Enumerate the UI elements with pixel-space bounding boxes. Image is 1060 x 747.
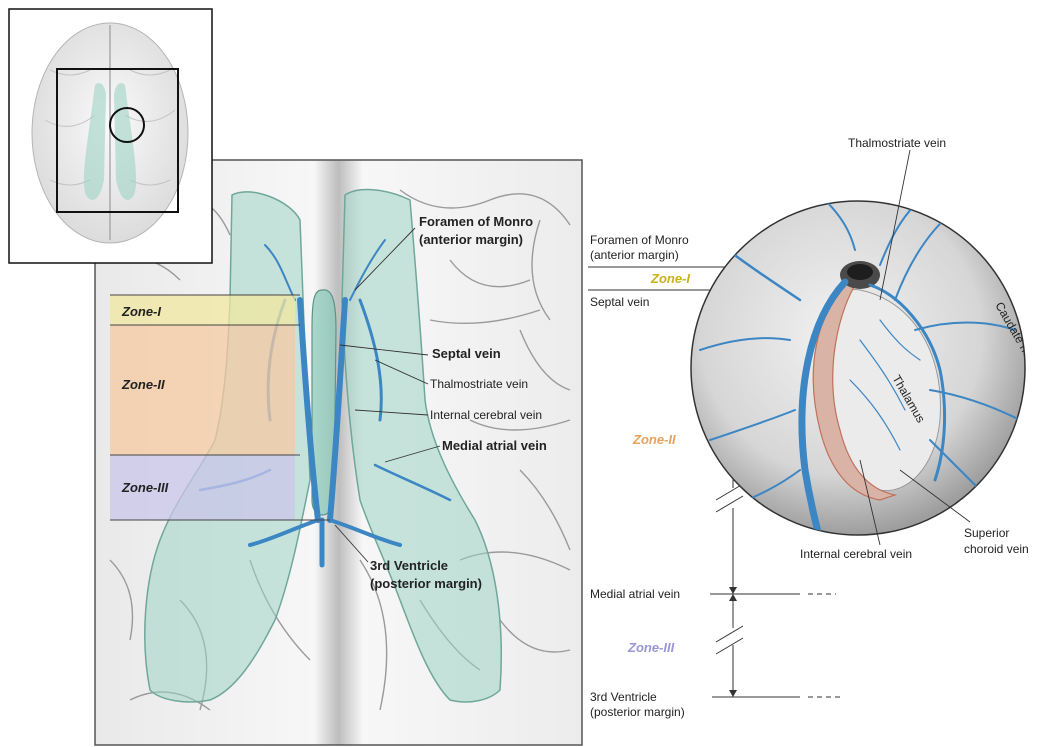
superior-choroid-label: Superior choroid vein xyxy=(964,526,1029,556)
zone-3-label: Zone-III xyxy=(121,480,169,495)
foramen-line2: (anterior margin) xyxy=(419,232,523,247)
septal-vein-label: Septal vein xyxy=(432,346,501,361)
third-ventricle-line1: 3rd Ventricle xyxy=(370,558,448,573)
scale-foramen-line1: Foramen of Monro xyxy=(590,233,689,247)
superior-choroid-line1: Superior xyxy=(964,526,1009,540)
scale-foramen-line2: (anterior margin) xyxy=(590,248,679,262)
scale-medial-atrial-vein-label: Medial atrial vein xyxy=(590,587,680,601)
circle-thalmostriate-label: Thalmostriate vein xyxy=(848,136,946,150)
circle-internal-cerebral-label: Internal cerebral vein xyxy=(800,547,912,561)
scale-zone-1-label: Zone-I xyxy=(650,271,690,286)
zone-1-label: Zone-I xyxy=(121,304,161,319)
foramen-line1: Foramen of Monro xyxy=(419,214,533,229)
scale-foramen-label: Foramen of Monro (anterior margin) xyxy=(590,233,692,262)
scale-third-ventricle-label: 3rd Ventricle (posterior margin) xyxy=(590,690,685,719)
thalmostriate-vein-label: Thalmostriate vein xyxy=(430,377,528,391)
medial-atrial-vein-label: Medial atrial vein xyxy=(442,438,547,453)
scale-septal-vein-label: Septal vein xyxy=(590,295,649,309)
scale-zone-3-label: Zone-III xyxy=(627,640,675,655)
third-ventricle-line2: (posterior margin) xyxy=(370,576,482,591)
internal-cerebral-vein-label: Internal cerebral vein xyxy=(430,408,542,422)
scale-third-ventricle-line1: 3rd Ventricle xyxy=(590,690,657,704)
scale-third-ventricle-line2: (posterior margin) xyxy=(590,705,685,719)
scale-zone-2-label: Zone-II xyxy=(632,432,676,447)
endoscopic-circle-view: Thalamus Caudate nucl. Thalmostriate vei… xyxy=(691,136,1042,561)
superior-choroid-line2: choroid vein xyxy=(964,542,1029,556)
zone-2-label: Zone-II xyxy=(121,377,165,392)
brain-inset xyxy=(9,9,212,263)
